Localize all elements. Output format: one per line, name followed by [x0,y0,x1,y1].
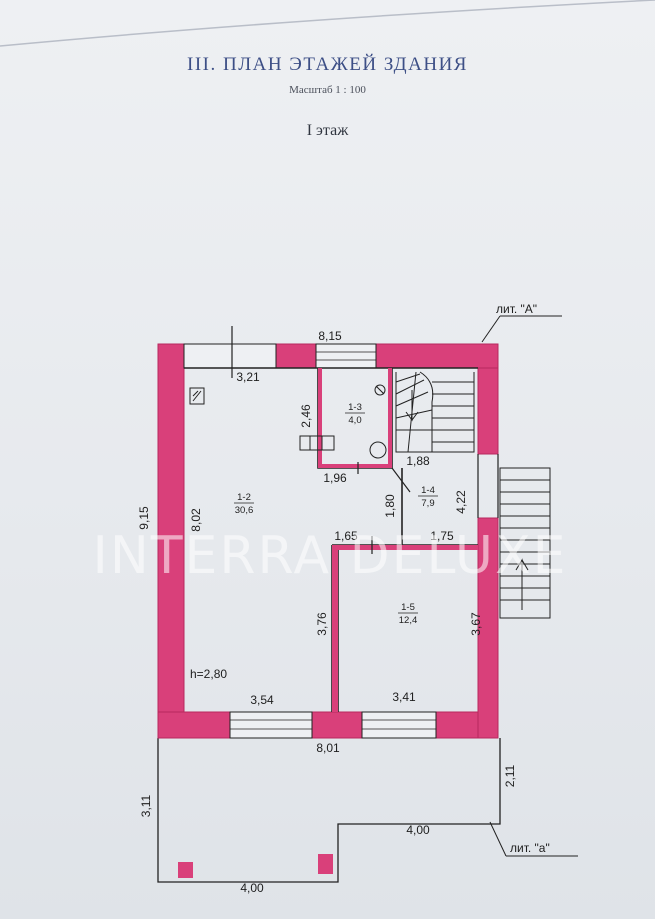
dim-annex-step: 4,00 [406,823,430,837]
annex-pillar-right [318,854,333,874]
svg-text:1-2: 1-2 [237,492,251,503]
svg-text:7,9: 7,9 [421,498,434,509]
dim-room-1-5-top-right: 1,75 [430,529,454,543]
dim-room-1-4-right: 4,22 [454,490,468,514]
bath-wall-right [388,368,392,468]
annex-pillar-left [178,862,193,878]
dim-room-1-5-left: 3,76 [315,612,329,636]
svg-text:12,4: 12,4 [399,615,418,626]
lit-annex-label: лит. "а" [510,841,550,855]
dim-annex-left: 3,11 [139,794,153,817]
ceiling-height-label: h=2,80 [190,667,227,681]
room-1-5-label: 1-5 12,4 [398,602,418,626]
top-windows [183,343,377,369]
svg-text:1-4: 1-4 [421,485,435,496]
dim-room-1-5-bottom: 3,41 [392,690,416,704]
dim-room-1-3-bottom: 1,96 [323,471,347,485]
annex-outline [157,738,501,883]
svg-text:1-5: 1-5 [401,602,415,613]
exterior-stairs [499,467,551,619]
svg-text:1-3: 1-3 [348,402,362,413]
room-1-4-label: 1-4 7,9 [418,485,438,509]
room-1-5-wall-left [332,545,338,712]
room-1-3-label: 1-3 4,0 [345,402,365,426]
bath-wall-bottom [318,464,392,468]
bottom-windows [229,711,437,739]
dim-room-1-2-height: 8,02 [189,508,203,532]
lit-main-leader [481,315,501,343]
scale-label: Масштаб 1 : 100 [289,84,366,96]
dim-room-1-4-height: 1,80 [383,494,397,518]
dim-room-1-5-right: 3,67 [469,612,483,636]
dim-annex-bottom: 4,00 [240,881,264,895]
dim-left-height: 9,15 [137,506,151,530]
floor-label: I этаж [306,122,349,139]
room-1-5-wall-top [332,545,478,550]
dim-room-1-3-height: 2,46 [299,404,313,428]
staircase [395,371,475,453]
boiler-icon [189,387,205,405]
lit-main-label: лит. "А" [496,302,537,316]
bath-wall-left [318,368,322,468]
room-1-2-label: 1-2 30,6 [234,492,254,516]
outer-walls [157,343,499,739]
lit-annex-leader [489,821,507,857]
door-marks [231,326,411,554]
dim-room-1-4-width: 1,88 [406,454,430,468]
right-wall-opening [477,454,499,518]
dim-room-1-5-top-left: 1,65 [334,529,358,543]
bath-fixtures-icon [299,384,387,459]
dim-bottom-width: 8,01 [316,741,340,755]
svg-text:30,6: 30,6 [235,505,254,516]
dim-room-1-2-bottom: 3,54 [250,693,274,707]
svg-text:4,0: 4,0 [348,415,361,426]
page-title: III. ПЛАН ЭТАЖЕЙ ЗДАНИЯ [187,54,468,75]
dim-annex-right: 2,11 [503,764,517,787]
dim-room-1-2-top: 3,21 [236,370,260,384]
dim-top-width: 8,15 [318,329,342,343]
